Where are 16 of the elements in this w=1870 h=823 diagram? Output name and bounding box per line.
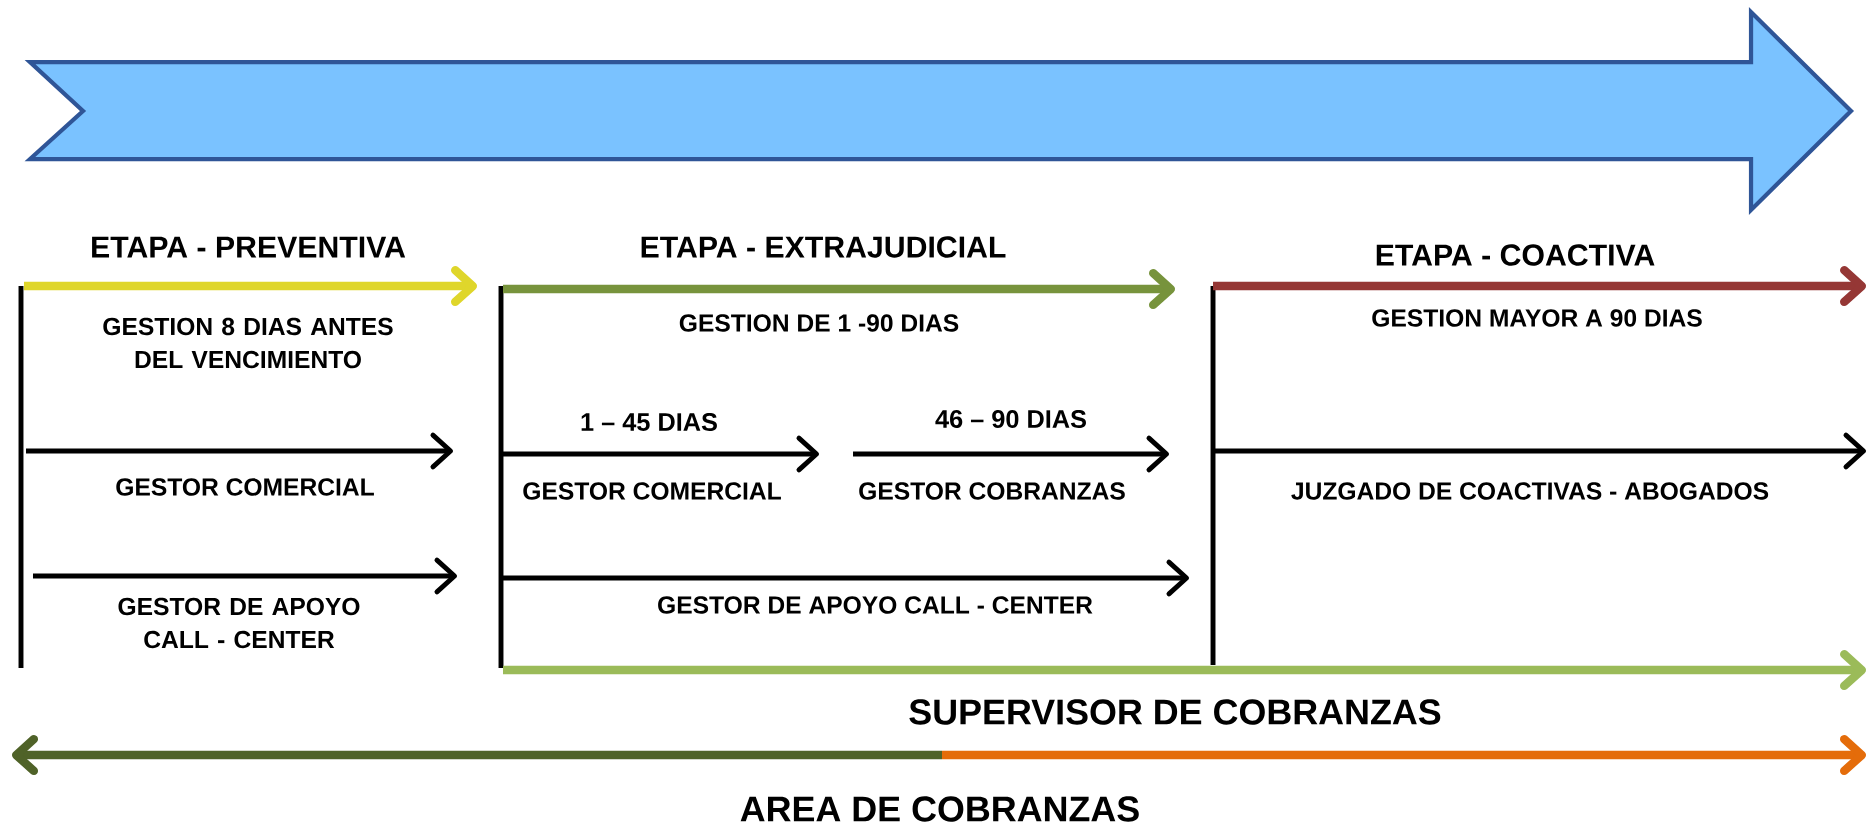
area-label: SUPERVISOR DE COBRANZAS [909, 699, 1441, 725]
stage-note: GESTION MAYOR A 90 DIAS [1372, 309, 1702, 327]
role-label: GESTOR COMERCIAL [523, 482, 781, 500]
role-label: GESTOR COBRANZAS [859, 482, 1125, 500]
role-label: GESTOR DE APOYO CALL - CENTER [658, 596, 1093, 614]
area-label: AREA DE COBRANZAS [740, 796, 1139, 822]
stage-heading: ETAPA - EXTRAJUDICIAL [641, 236, 1006, 258]
stage-note: GESTION DE 1 -90 DIAS [679, 314, 959, 332]
range-label: 1 – 45 DIAS [581, 413, 717, 431]
range-label: 46 – 90 DIAS [935, 410, 1086, 428]
role-label: JUZGADO DE COACTIVAS - ABOGADOS [1291, 482, 1769, 500]
stage-note: GESTION 8 DIAS ANTES DEL VENCIMIENTO [103, 317, 393, 369]
stage-heading: ETAPA - PREVENTIVA [92, 236, 406, 258]
stage-heading: ETAPA - COACTIVA [1376, 244, 1655, 266]
role-label: GESTOR DE APOYO CALL - CENTER [118, 597, 360, 649]
role-label: GESTOR COMERCIAL [116, 478, 374, 496]
